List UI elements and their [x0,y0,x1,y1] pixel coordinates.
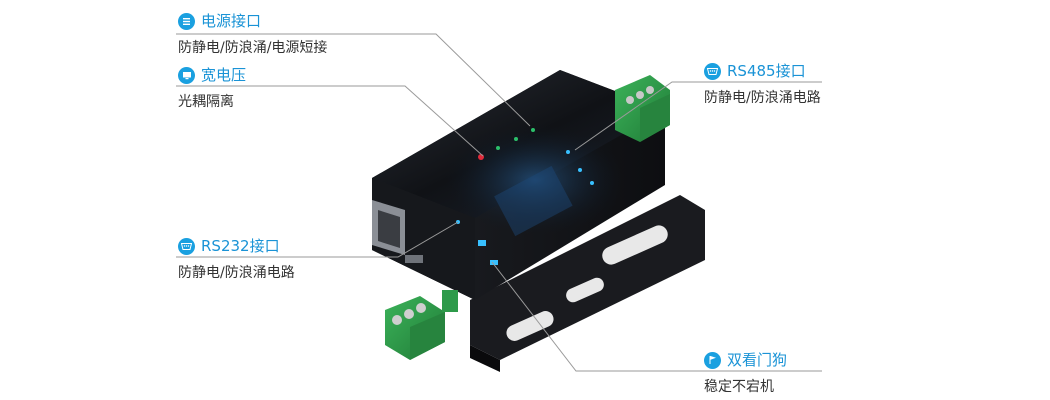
serial-port-icon [704,62,721,80]
monitor-icon [178,66,195,84]
callout-power-port: 电源接口 防静电/防浪涌/电源短接 [178,10,327,58]
callout-description: 防静电/防浪涌电路 [704,90,821,106]
rs485-terminal-block [615,75,670,142]
callout-rs485-port: RS485接口 防静电/防浪涌电路 [704,60,821,108]
mounting-bracket [470,195,705,372]
leader-line-voltage [176,85,484,157]
front-green-port [442,290,458,312]
leader-line-rs232 [176,221,459,258]
serial-port-icon [178,237,195,255]
callout-description: 防静电/防浪涌/电源短接 [178,40,328,56]
device-body [372,70,665,300]
power-terminal-block [385,296,445,360]
callout-title: 电源接口 [201,12,262,30]
callout-title: RS485接口 [727,62,806,80]
callout-description: 防静电/防浪涌电路 [178,265,295,281]
callout-dual-watchdog: 双看门狗 稳定不宕机 [704,349,787,397]
callout-title: 宽电压 [201,66,247,84]
leader-line-watchdog [491,261,822,372]
callout-title: 双看门狗 [727,351,788,369]
leader-lines [176,33,822,372]
callout-rs232-port: RS232接口 防静电/防浪涌电路 [178,235,295,283]
callout-description: 光耦隔离 [178,94,234,110]
callout-wide-voltage: 宽电压 光耦隔离 [178,64,246,112]
leader-line-rs485 [574,81,822,151]
rs232-db9-connector [372,200,423,263]
power-port-icon [178,12,195,30]
callout-title: RS232接口 [201,237,280,255]
callout-description: 稳定不宕机 [704,379,774,395]
leader-line-power [176,33,531,127]
flag-icon [704,351,721,369]
